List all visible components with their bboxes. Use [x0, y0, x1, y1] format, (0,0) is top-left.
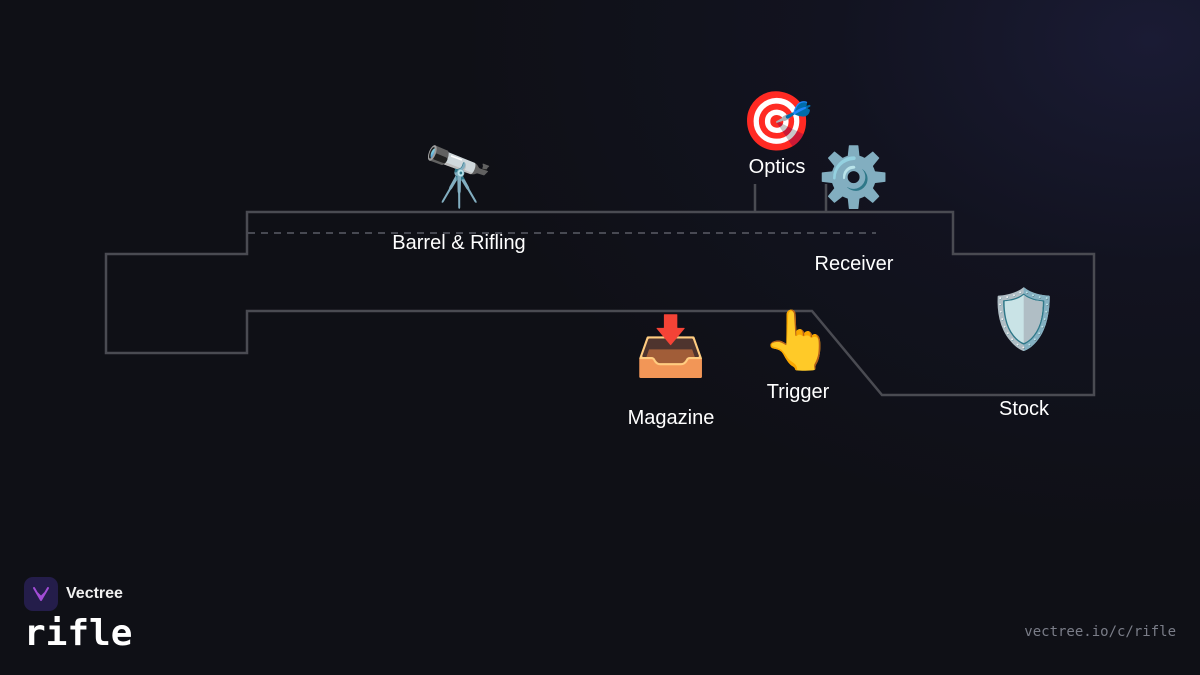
product-title: rifle [24, 613, 133, 654]
part-label-barrel: Barrel & Rifling [392, 232, 526, 254]
rifle-outline [104, 210, 1096, 397]
part-label-magazine: Magazine [627, 407, 715, 429]
telescope-icon: 🔭 [422, 143, 496, 211]
inbox-tray-icon: 📥 [634, 312, 708, 380]
part-magazine: 📥 Magazine [628, 313, 715, 430]
pointing-finger-icon: 👆 [761, 306, 835, 374]
shield-icon: 🛡️ [987, 285, 1061, 353]
brand-name: Vectree [66, 585, 123, 602]
gear-icon: ⚙️ [817, 143, 891, 211]
part-stock: 🛡️ Stock [988, 286, 1060, 421]
part-label-trigger: Trigger [766, 381, 830, 403]
brand-block: Vectree rifle [24, 577, 132, 654]
part-barrel: 🔭 Barrel & Rifling [392, 144, 525, 255]
part-receiver: ⚙️ Receiver [815, 144, 894, 276]
target-icon: 🎯 [740, 87, 814, 155]
vectree-logo-icon [24, 577, 58, 611]
part-trigger: 👆 Trigger [762, 307, 834, 404]
part-label-receiver: Receiver [814, 253, 894, 275]
footer-url: vectree.io/c/rifle [1024, 624, 1176, 640]
part-label-optics: Optics [748, 156, 806, 178]
part-label-stock: Stock [998, 398, 1050, 420]
part-optics: 🎯 Optics [741, 88, 813, 179]
